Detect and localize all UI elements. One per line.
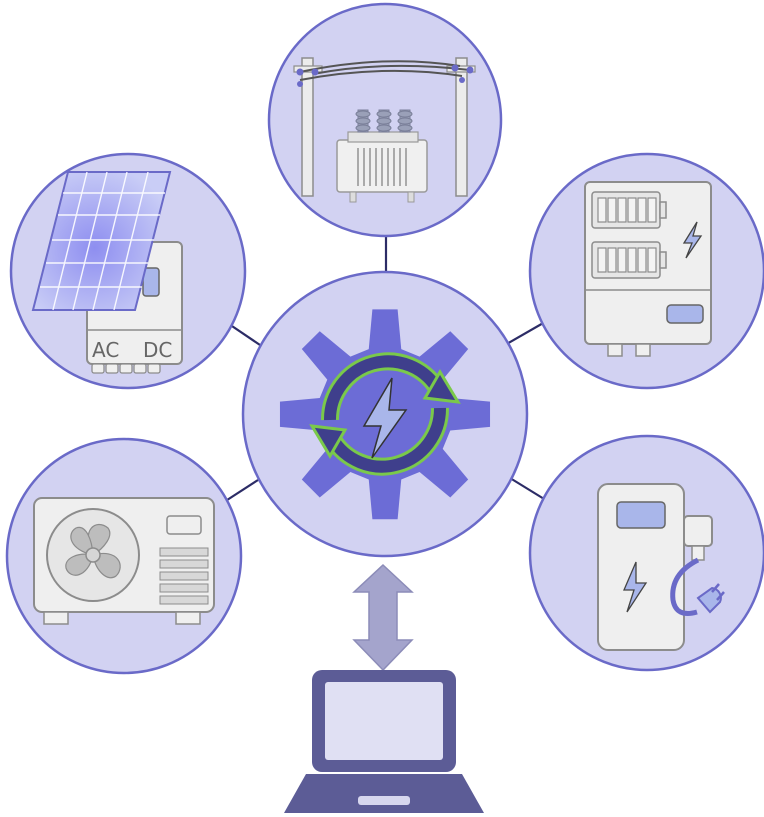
connector-hub-battery — [504, 321, 546, 346]
ac-label: AC — [92, 338, 119, 362]
power-line-transformer-icon — [293, 57, 476, 203]
gear-lightning-cycle-icon — [279, 309, 491, 520]
heat-pump-node — [5, 437, 243, 675]
dc-label: DC — [143, 338, 172, 362]
plug-icon — [696, 586, 722, 614]
solar-inverter-node: AC DC — [9, 152, 247, 390]
laptop-icon — [284, 670, 484, 813]
energy-management-hub — [241, 270, 529, 558]
battery-cabinet-icon — [584, 181, 712, 357]
lightning-icon — [623, 561, 648, 613]
solar-panel-icon: AC DC — [31, 171, 183, 374]
lightning-icon — [362, 377, 408, 459]
lightning-icon — [682, 221, 703, 259]
ev-charger-node — [528, 434, 764, 672]
battery-storage-node — [528, 152, 764, 390]
connector-hub-heatpump — [223, 479, 259, 503]
heat-pump-fan-icon — [33, 497, 215, 625]
ev-charger-icon — [597, 483, 725, 651]
power-grid-transformer-node — [267, 2, 503, 238]
double-arrow-icon — [352, 563, 414, 672]
